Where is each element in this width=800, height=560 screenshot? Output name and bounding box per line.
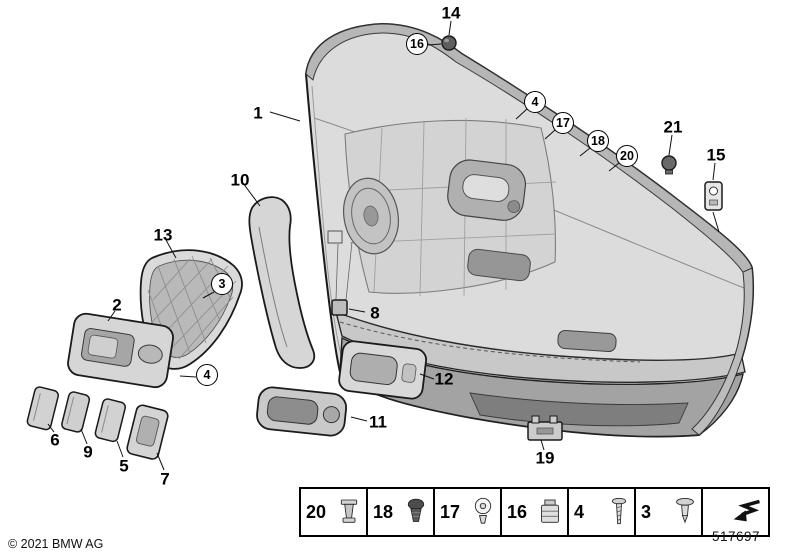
fastener-21-art [661, 155, 677, 175]
switch-carrier-part-11-art [256, 386, 348, 437]
callout-3-circled[interactable]: 3 [211, 273, 233, 295]
cap-part-7-art [126, 404, 169, 460]
callout-1[interactable]: 1 [253, 103, 263, 123]
legend-item-direction[interactable] [701, 489, 768, 535]
door-front-edge-art [691, 267, 754, 436]
callout-6[interactable]: 6 [50, 430, 60, 450]
armrest-band-art [334, 310, 746, 383]
callout-4-circled-top[interactable]: 4 [524, 91, 546, 113]
copyright-text: © 2021 BMW AG [8, 537, 104, 551]
callout-5[interactable]: 5 [119, 456, 129, 476]
speaker-art [343, 177, 399, 255]
clip-mount-bracket-art [327, 230, 343, 244]
switch-bezel-part-art [67, 312, 174, 389]
callout-18-circled[interactable]: 18 [587, 130, 609, 152]
window-switch-recess-art [557, 329, 617, 353]
callout-15[interactable]: 15 [706, 145, 726, 165]
cap-part-9-art [61, 391, 91, 433]
legend-item-16[interactable]: 16 [500, 489, 567, 535]
legend-number-16: 16 [507, 501, 528, 522]
screw-icon [609, 496, 629, 528]
legend-number-18: 18 [373, 501, 394, 522]
expansion-nut-icon [337, 496, 361, 528]
callout-2[interactable]: 2 [112, 295, 122, 315]
legend-number-4: 4 [574, 501, 585, 522]
diagram-number: 517697 [712, 529, 761, 544]
callout-12[interactable]: 12 [434, 369, 454, 389]
door-panel-art [304, 22, 755, 438]
callout-16-circled[interactable]: 16 [406, 33, 428, 55]
legend-number-3: 3 [641, 501, 652, 522]
bracket-part-19-art [527, 415, 563, 441]
blind-rivet-icon [674, 496, 696, 528]
door-release-handle-art [447, 159, 527, 221]
callout-21[interactable]: 21 [663, 117, 683, 137]
callout-13[interactable]: 13 [153, 225, 173, 245]
clip-part-15-art [704, 181, 723, 211]
fold-arrow-icon [733, 496, 763, 528]
armrest-trim-part-art [248, 196, 316, 369]
grommet-icon [404, 496, 428, 528]
clip-part-8-art [331, 299, 348, 316]
cap-part-6-art [26, 386, 59, 431]
spring-clip-icon [538, 496, 562, 528]
callout-4-circled-left[interactable]: 4 [196, 364, 218, 386]
callout-7[interactable]: 7 [160, 469, 170, 489]
callout-20-circled[interactable]: 20 [616, 145, 638, 167]
legend-item-3[interactable]: 3 [634, 489, 701, 535]
cap-part-5-art [94, 398, 127, 443]
door-pull-recess-art [467, 248, 531, 282]
callout-14[interactable]: 14 [441, 3, 461, 23]
legend-item-17[interactable]: 17 [433, 489, 500, 535]
legend-number-17: 17 [440, 501, 461, 522]
callout-9[interactable]: 9 [83, 442, 93, 462]
legend-item-18[interactable]: 18 [366, 489, 433, 535]
callout-17-circled[interactable]: 17 [552, 112, 574, 134]
callout-11[interactable]: 11 [369, 412, 387, 432]
legend-number-20: 20 [306, 501, 327, 522]
legend-item-20[interactable]: 20 [301, 489, 366, 535]
legend-item-4[interactable]: 4 [567, 489, 634, 535]
expanding-rivet-icon [471, 496, 495, 528]
fastener-legend: 20 18 17 [299, 487, 770, 537]
leader-lines [47, 20, 720, 471]
callout-10[interactable]: 10 [230, 170, 250, 190]
callout-8[interactable]: 8 [370, 303, 380, 323]
callout-19[interactable]: 19 [535, 448, 555, 468]
switch-trim-part-12-art [338, 340, 428, 400]
fastener-14-art [441, 35, 457, 51]
